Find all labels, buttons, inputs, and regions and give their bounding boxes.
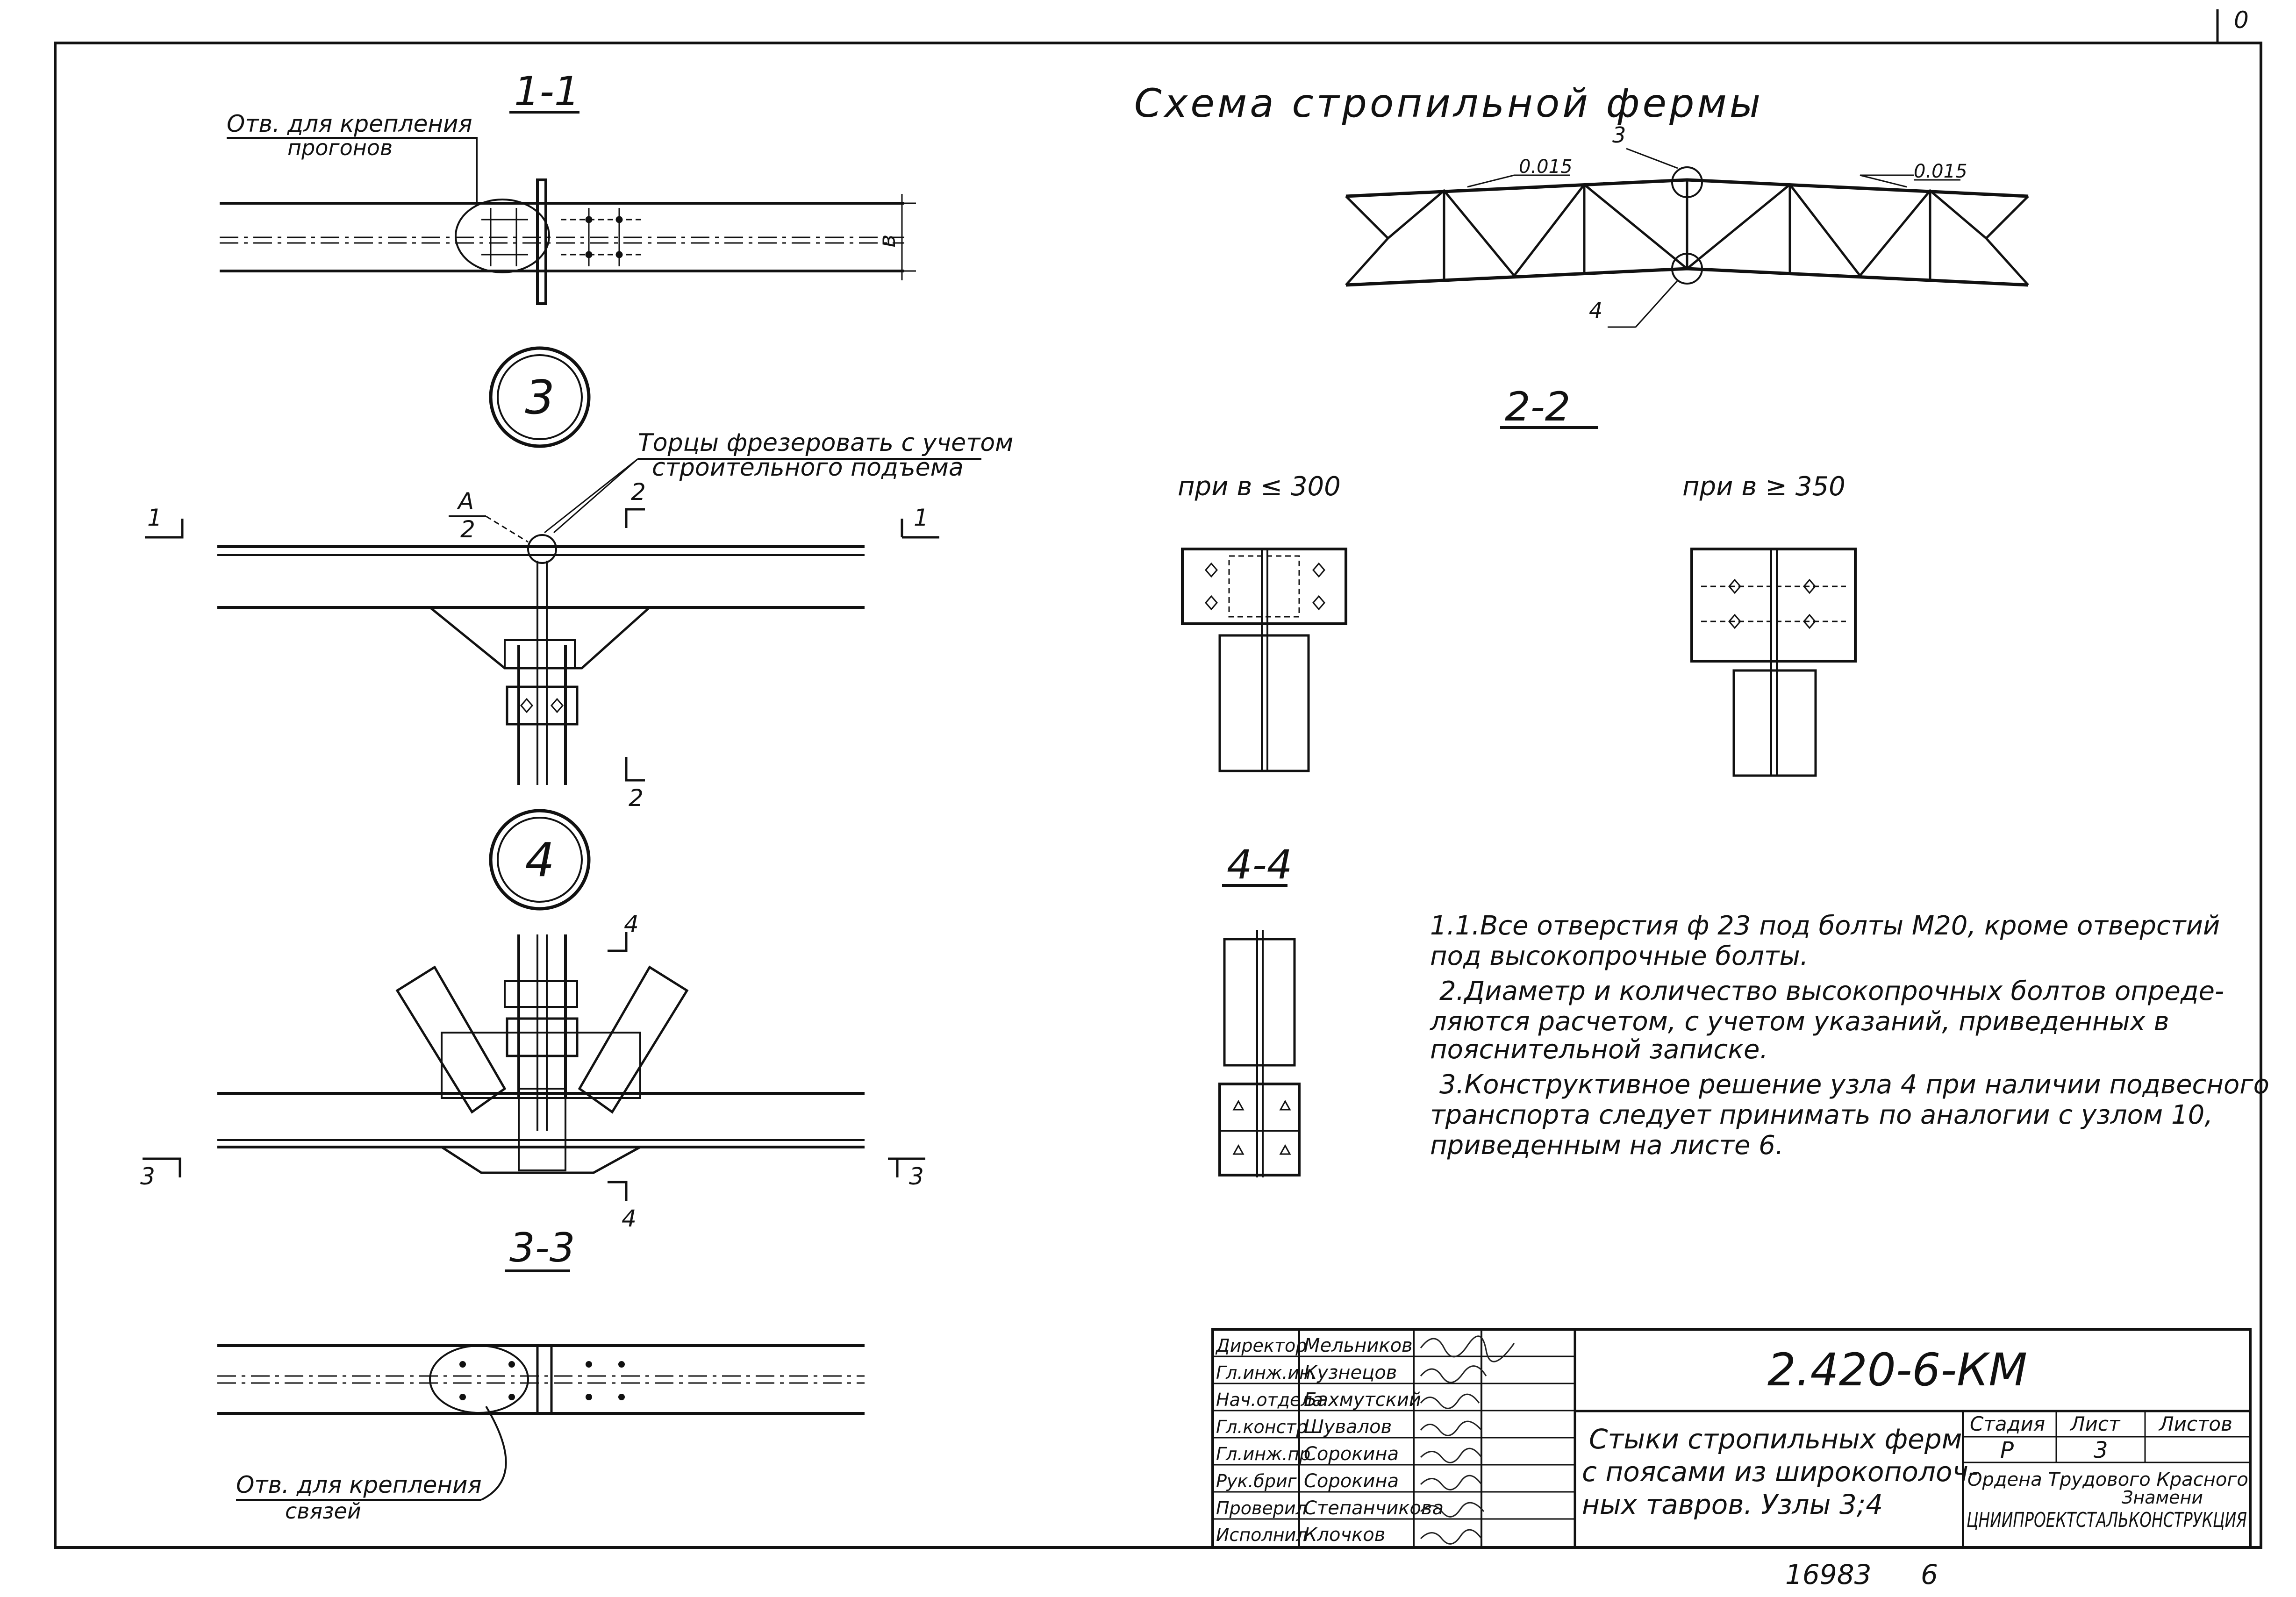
note-line-8: приведенным на листе 6. bbox=[1430, 1130, 1784, 1161]
slope-left: 0.015 bbox=[1519, 156, 1573, 178]
truss-scheme: Схема стропильной фермы 3 4 0.015 0.015 bbox=[1134, 80, 2029, 328]
bracing-holes-note-line1: Отв. для крепления bbox=[236, 1471, 482, 1498]
detail-ref-a-sheet: 2 bbox=[460, 516, 475, 543]
truss-node-4: 4 bbox=[1589, 298, 1602, 323]
case-small-width: при в ≤ 300 bbox=[1178, 471, 1341, 502]
sheets-label: Листов bbox=[2158, 1412, 2232, 1435]
cut-3-left: 3 bbox=[140, 1163, 155, 1190]
note-line-4: ляются расчетом, с учетом указаний, прив… bbox=[1430, 1006, 2169, 1037]
node-4: 4 4 4 3 3 bbox=[140, 809, 925, 1232]
staff-role-3: Нач.отдела bbox=[1216, 1390, 1323, 1410]
purlin-holes-note-line2: прогонов bbox=[287, 135, 393, 160]
truss-node-3: 3 bbox=[1612, 122, 1626, 148]
staff-role-6: Рук.бриг. bbox=[1216, 1471, 1302, 1491]
staff-role-1: Директор bbox=[1215, 1335, 1307, 1356]
truss-scheme-title: Схема стропильной фермы bbox=[1134, 80, 1763, 126]
bracing-holes-note-line2: связей bbox=[285, 1498, 361, 1524]
staff-name-2: Кузнецов bbox=[1304, 1362, 1397, 1383]
section-2-2: 2-2 при в ≤ 300 при в ≥ 350 bbox=[1178, 384, 1857, 777]
cut-1-left: 1 bbox=[147, 504, 162, 531]
cut-1-right: 1 bbox=[914, 504, 929, 531]
sheet-frame bbox=[54, 42, 2262, 1549]
milling-note-line1: Торцы фрезеровать с учетом bbox=[638, 429, 1013, 457]
slope-right: 0.015 bbox=[1914, 161, 1967, 182]
document-code: 2.420-6-КМ bbox=[1767, 1344, 2027, 1396]
purlin-holes-note-line1: Отв. для крепления bbox=[227, 110, 472, 137]
sheet-title-line3: ных тавров. Узлы 3;4 bbox=[1582, 1489, 1883, 1520]
staff-name-4: Шувалов bbox=[1304, 1416, 1392, 1438]
node-3-label: 3 bbox=[525, 370, 555, 425]
node-3: 3 Торцы фрезеровать с учетом строительно… bbox=[145, 346, 1013, 812]
title-block: Директор Мельников Гл.инж.ин. Кузнецов Н… bbox=[1211, 1328, 2252, 1549]
staff-name-6: Сорокина bbox=[1304, 1470, 1399, 1492]
sheet-title-line1: Стыки стропильных ферм bbox=[1589, 1423, 1962, 1455]
stage-value: Р bbox=[2000, 1437, 2014, 1463]
note-line-7: транспорта следует принимать по аналогии… bbox=[1430, 1100, 2213, 1130]
section-3-3-title: 3-3 bbox=[509, 1225, 575, 1271]
staff-name-1: Мельников bbox=[1304, 1335, 1413, 1356]
note-line-3: 2.Диаметр и количество высокопрочных бол… bbox=[1439, 976, 2224, 1006]
detail-ref-a: А bbox=[457, 488, 474, 515]
org-line1: Ордена Трудового Красного bbox=[1967, 1469, 2248, 1490]
sheet-value: 3 bbox=[2094, 1437, 2108, 1463]
corner-mark: 0 bbox=[2234, 7, 2249, 34]
cut-2-bottom: 2 bbox=[629, 784, 644, 812]
org-line3: ЦНИИПРОЕКТСТАЛЬКОНСТРУКЦИЯ bbox=[1967, 1508, 2247, 1532]
node-4-badge bbox=[489, 809, 591, 911]
note-line-1: 1.1.Все отверстия ф 23 под болты М20, кр… bbox=[1430, 911, 2220, 941]
section-1-1-title: 1-1 bbox=[514, 68, 579, 115]
case-large-width: при в ≥ 350 bbox=[1682, 471, 1845, 502]
note-line-2: под высокопрочные болты. bbox=[1430, 941, 1809, 971]
node-3-badge bbox=[489, 346, 591, 448]
staff-role-2: Гл.инж.ин. bbox=[1216, 1362, 1316, 1383]
format-mark: 6 bbox=[1921, 1559, 1938, 1590]
staff-role-8: Исполнил bbox=[1216, 1525, 1308, 1545]
stage-label: Стадия bbox=[1970, 1412, 2045, 1435]
cut-4-top: 4 bbox=[624, 911, 639, 938]
signatures bbox=[1420, 1335, 1515, 1545]
cut-3-right: 3 bbox=[909, 1163, 924, 1190]
staff-role-4: Гл.констр bbox=[1216, 1417, 1308, 1437]
section-4-4: 4-4 bbox=[1218, 841, 1301, 1177]
staff-name-3: Бахмутский bbox=[1304, 1389, 1421, 1411]
section-4-4-title: 4-4 bbox=[1227, 841, 1292, 888]
staff-role-7: Проверил bbox=[1216, 1498, 1307, 1519]
section-2-2-title: 2-2 bbox=[1505, 384, 1570, 430]
width-label-b: в bbox=[874, 235, 901, 248]
section-3-3: 3-3 Отв. для крепления связей bbox=[217, 1225, 865, 1524]
staff-name-7: Степанчикова bbox=[1304, 1497, 1444, 1519]
general-notes: 1.1.Все отверстия ф 23 под болты М20, кр… bbox=[1430, 911, 2269, 1161]
note-line-5: пояснительной записке. bbox=[1430, 1034, 1768, 1065]
staff-role-5: Гл.инж.пр bbox=[1216, 1444, 1310, 1464]
staff-name-5: Сорокина bbox=[1304, 1443, 1399, 1465]
section-1-1: 1-1 Отв. для крепления прогонов в bbox=[220, 68, 916, 305]
note-line-6: 3.Конструктивное решение узла 4 при нали… bbox=[1439, 1069, 2269, 1100]
cut-2-top: 2 bbox=[631, 478, 646, 506]
org-line2: Знамени bbox=[2122, 1487, 2203, 1508]
node-4-label: 4 bbox=[525, 833, 555, 887]
inventory-number: 16983 bbox=[1785, 1559, 1872, 1590]
sheet-title-line2: с поясами из широкополоч- bbox=[1582, 1456, 1978, 1488]
staff-name-8: Клочков bbox=[1304, 1524, 1385, 1546]
sheet-label: Лист bbox=[2069, 1412, 2121, 1435]
cut-4-bottom: 4 bbox=[622, 1205, 637, 1232]
